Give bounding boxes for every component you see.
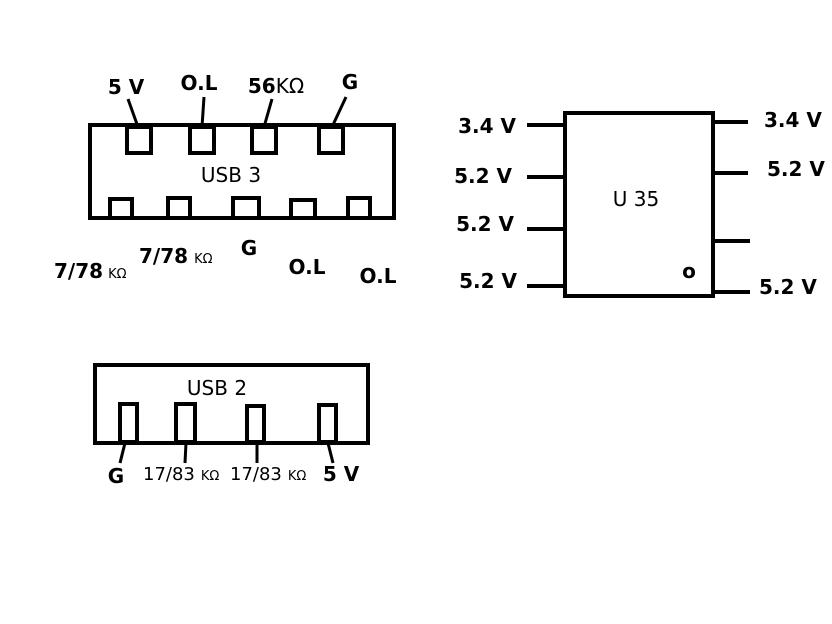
- u35-right-label-4: 5.2 V: [759, 275, 817, 299]
- usb3-leader-1: [126, 98, 140, 128]
- usb3-bottom-pad-1: [108, 197, 134, 220]
- usb2-pin-label-1: G: [108, 464, 124, 488]
- usb2-leader-1: [118, 442, 127, 464]
- usb3-bottom-label-4: O.L: [289, 255, 326, 279]
- usb3-bottom-label-3: G: [241, 236, 257, 260]
- u35-title: U 35: [613, 187, 659, 211]
- usb3-bottom-pad-2: [166, 196, 192, 220]
- u35-left-label-4: 5.2 V: [459, 269, 517, 293]
- usb2-pad-1: [118, 402, 139, 444]
- u35-right-label-2: 5.2 V: [767, 157, 825, 181]
- usb2-pad-4: [317, 403, 338, 444]
- usb3-bottom-label-5: O.L: [360, 264, 397, 288]
- usb2-leader-2: [183, 442, 188, 464]
- u35-right-label-1: 3.4 V: [764, 108, 822, 132]
- usb2-pad-2: [174, 402, 197, 444]
- u35-body: [563, 111, 715, 298]
- usb2-leader-4: [326, 442, 335, 464]
- u35-left-label-3: 5.2 V: [456, 212, 514, 236]
- usb3-top-label-2: O.L: [181, 71, 218, 95]
- usb2-body: [93, 363, 370, 445]
- usb3-bottom-pad-3: [231, 196, 261, 220]
- usb3-top-pad-3: [250, 125, 278, 155]
- usb2-title: USB 2: [187, 376, 247, 400]
- usb2-pin-label-4: 5 V: [323, 462, 360, 486]
- usb3-top-label-3: 56KΩ: [248, 74, 304, 98]
- usb2-pad-3: [245, 404, 266, 444]
- usb3-top-label-1: 5 V: [108, 75, 145, 99]
- usb3-top-pad-4: [317, 125, 345, 155]
- usb3-leader-2: [200, 96, 206, 128]
- u35-left-label-2: 5.2 V: [454, 164, 512, 188]
- u35-pin1-marker: o: [682, 259, 696, 283]
- usb3-bottom-pad-4: [289, 198, 317, 220]
- u35-left-label-1: 3.4 V: [458, 114, 516, 138]
- usb3-top-pad-1: [125, 125, 153, 155]
- usb3-leader-3: [262, 98, 274, 128]
- usb3-leader-4: [330, 96, 348, 128]
- u35-chip: U 35 o 3.4 V 5.2 V 5.2 V 5.2 V 3.4 V 5.2…: [454, 108, 825, 299]
- usb3-top-pad-2: [188, 125, 216, 155]
- usb3-bottom-pad-5: [346, 196, 372, 220]
- usb3-title: USB 3: [201, 163, 261, 187]
- usb3-top-label-4: G: [342, 70, 358, 94]
